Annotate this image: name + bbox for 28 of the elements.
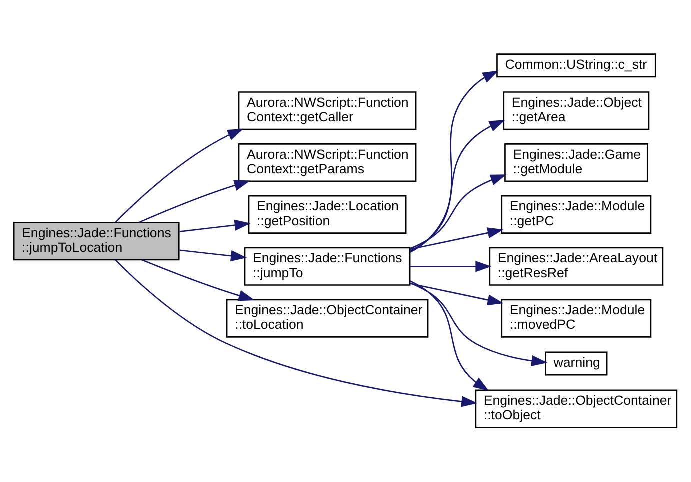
node-box: Engines::Jade::Module ::getPC [501,195,652,234]
arrow [410,261,492,272]
arrow [410,228,504,250]
node-box: Engines::Jade::Object ::getArea [503,92,650,130]
node-box: Engines::Jade::ObjectContainer ::toObject [475,390,678,428]
arrow [410,283,504,306]
arrow [410,70,499,254]
arrow [410,282,548,367]
node-box: Engines::Jade::Functions ::jumpTo [244,247,411,286]
node-box: Engines::Jade::Game ::getModule [504,144,648,182]
arrow [138,180,250,224]
arrow [180,250,248,262]
arrow [180,220,251,232]
node-box: Engines::Jade::AreaLayout ::getResRef [489,247,664,286]
node-box: Engines::Jade::ObjectContainer ::toLocation [226,299,429,338]
node-box: Engines::Jade::Functions ::jumpToLocation [13,222,180,261]
node-box: warning [545,352,608,376]
arrow [115,128,244,223]
node-box: Aurora::NWScript::Function Context::getParams [238,144,417,182]
arrow [410,120,506,252]
node-box: Engines::Jade::Module ::movedPC [501,299,652,338]
node-box: Aurora::NWScript::Function Context::getCaller [238,92,417,130]
arrow [142,260,255,302]
arrow [115,260,478,408]
arrow [410,280,490,392]
arrow [410,174,507,250]
node-box: Common::UString::c_str [496,54,656,78]
node-box: Engines::Jade::Location ::getPosition [248,195,407,234]
